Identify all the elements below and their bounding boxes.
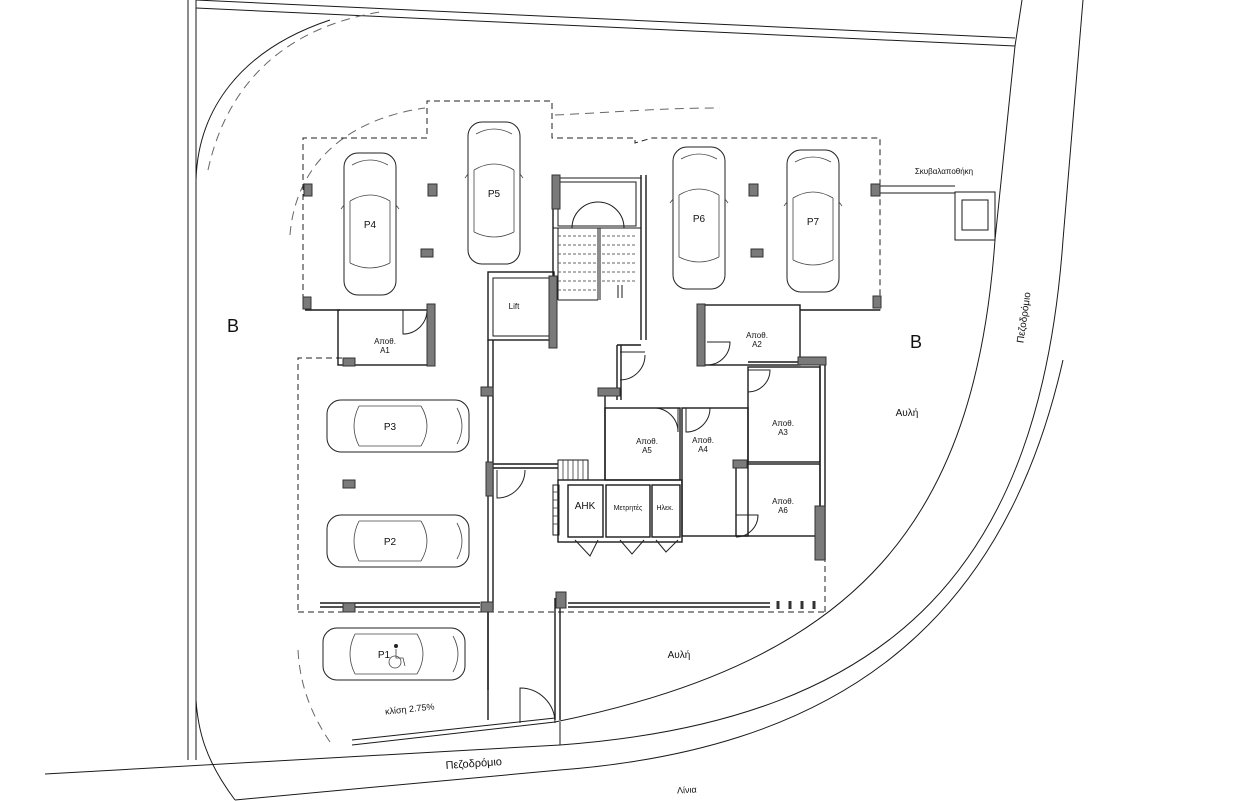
car-p6: P6	[669, 146, 729, 290]
dashed-outlines	[207, 11, 721, 743]
site-boundary	[187, 0, 1084, 760]
doors	[402, 309, 771, 724]
staircase	[552, 201, 636, 536]
parking-label-p4: P4	[364, 220, 377, 231]
electrical-label: Ηλεκ.	[656, 505, 673, 512]
storage-a1-label-1: Αποθ.	[374, 337, 396, 346]
meters-label: Μετρητές	[614, 504, 643, 512]
zone-label-left: B	[227, 316, 239, 336]
columns	[302, 174, 882, 613]
wheelchair-icon	[388, 644, 406, 669]
storage-a4-label-2: A4	[698, 445, 708, 454]
sidewalk-label-right: Πεζοδρόμιο	[1015, 291, 1034, 344]
parking-label-p3: P3	[384, 422, 397, 433]
zone-label-right: B	[910, 332, 922, 352]
storage-a6-label-1: Αποθ.	[772, 497, 794, 506]
storage-labels: Αποθ. A1 Αποθ. A2 Αποθ. A3 Αποθ. A4 Αποθ…	[374, 331, 794, 515]
slope-label: κλίση 2.75%	[385, 701, 435, 716]
car-p7: P7	[783, 149, 843, 293]
ahk-label: ΑΗΚ	[575, 501, 596, 512]
parking-label-p7: P7	[807, 217, 820, 228]
car-p1: P1	[322, 627, 466, 681]
parking-label-p1: P1	[378, 650, 391, 661]
storage-a4-label-1: Αποθ.	[692, 436, 714, 445]
storage-a2-label-2: A2	[752, 340, 762, 349]
storage-a3-label-1: Αποθ.	[772, 419, 794, 428]
car-p4: P4	[340, 152, 400, 296]
storage-a5-label-2: A5	[642, 446, 652, 455]
waste-storage	[880, 185, 996, 241]
car-p3: P3	[326, 399, 470, 453]
sidewalk-curves	[44, 19, 1064, 801]
curb-label: Λίνια	[677, 784, 697, 795]
parking-label-p2: P2	[384, 537, 397, 548]
lift-label: Lift	[509, 302, 520, 311]
sidewalk-label-bottom: Πεζοδρόμιο	[445, 756, 502, 772]
waste-storage-label: Σκυβαλαποθήκη	[915, 167, 973, 176]
yard-label-bottom: Αυλή	[668, 649, 691, 661]
yard-label-right: Αυλή	[896, 407, 919, 419]
parking-label-p6: P6	[693, 214, 706, 225]
storage-a3-label-2: A3	[778, 428, 788, 437]
storage-a5-label-1: Αποθ.	[636, 437, 658, 446]
storage-a6-label-2: A6	[778, 506, 788, 515]
car-p2: P2	[326, 514, 470, 568]
car-p5: P5	[464, 121, 524, 265]
storage-a1-label-2: A1	[380, 346, 390, 355]
parking-label-p5: P5	[488, 189, 501, 200]
storage-a2-label-1: Αποθ.	[746, 331, 768, 340]
